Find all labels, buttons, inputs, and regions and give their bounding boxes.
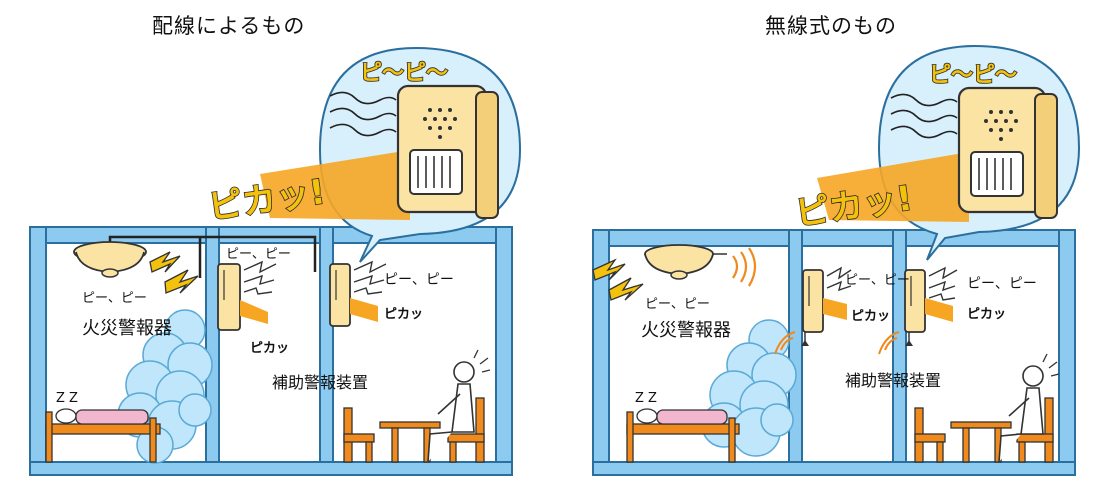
lightning-icon [149,251,199,294]
aux-sound-1: ピー、ピー [845,273,910,288]
aux-flash-1: ピカッ [851,309,890,324]
wired-panel: 配線によるもの [0,0,548,479]
antenna-icon [905,332,913,346]
detector-icon [644,244,727,280]
lightning-icon [592,258,644,301]
alert-marks-icon [473,349,491,373]
zoom-bubble [260,46,522,263]
table-icon [950,421,1012,463]
sound-lines-icon [928,266,958,301]
sound-lines-icon [243,260,277,295]
chair-icon [343,397,485,463]
aux-flash-2: ピカッ [967,307,1006,322]
person-icon [998,365,1044,463]
alert-marks-icon [1042,353,1060,377]
aux-label: 補助警報装置 [845,371,941,390]
bed-icon [626,408,740,463]
aux-alarm-icon [329,263,378,327]
detector-icon [73,241,147,278]
wireless-waves-icon [774,331,796,355]
speaker-grille-icon [423,108,457,139]
wireless-title: 無線式のもの [765,14,897,38]
speaker-grille-icon [984,110,1018,141]
aux-alarm-icon [801,269,847,346]
alarm-label: 火災警報器 [82,318,172,339]
smoke-cloud-icon [117,309,213,464]
sleep-zzz-text: Z Z [56,391,78,406]
aux-alarm-icon [904,269,953,346]
sound-lines-icon [353,260,387,295]
sound-lines-icon [826,266,852,292]
aux-sound-2: ピー、ピー [384,272,454,288]
wired-title: 配線によるもの [152,14,306,38]
flash-bubble-text: ピカッ! [793,178,915,234]
building-walls [592,229,1076,476]
aux-alarm-icon [217,263,268,331]
wireless-panel: 無線式のもの [549,0,1097,479]
person-icon [427,361,475,463]
alarm-sound-label: ピー、ピー [645,297,710,312]
aux-sound-2: ピー、ピー [967,276,1037,292]
wireless-waves-icon [878,331,900,355]
bed-icon [45,408,161,463]
flash-bubble-text: ピカッ! [206,172,328,228]
beep-bubble-text: ピ〜ピ〜 [360,61,448,86]
aux-label: 補助警報装置 [272,373,368,392]
chair-icon [914,397,1054,463]
antenna-icon [801,332,809,346]
aux-flash-2: ピカッ [384,307,423,322]
wireless-waves-icon [732,247,757,287]
zoom-bubble [817,44,1081,261]
wireless-illustration: ピ〜ピ〜 ピカッ! ピー、ピー 火災警報器 ピー、ピー ピカッ ピー、ピー ピカ… [592,44,1081,476]
alarm-label: 火災警報器 [641,320,731,341]
alarm-sound-label: ピー、ピー [82,291,147,306]
sleep-zzz-text: Z Z [635,391,657,406]
wired-illustration: ピ〜ピ〜 ピカッ! ピー、ピー 火災警報器 ピー、ピー ピカッ ピー、ピー ピカ… [29,46,522,476]
aux-sound-1: ピー、ピー [226,247,291,262]
beep-bubble-text: ピ〜ピ〜 [929,63,1017,88]
aux-flash-1: ピカッ [250,341,289,356]
